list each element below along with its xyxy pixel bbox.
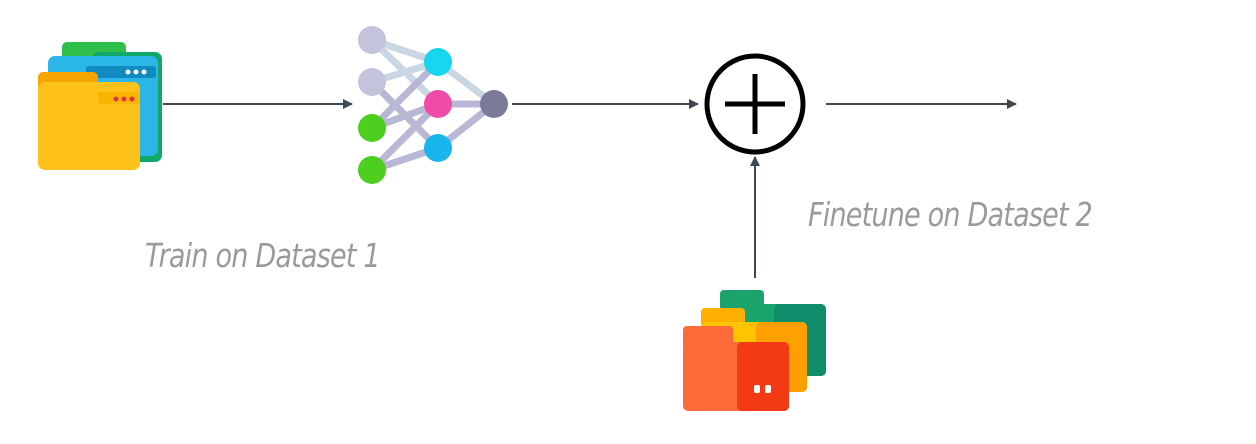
train-label: Train on Dataset 1 — [145, 236, 381, 275]
dataset-1-folders-icon — [38, 42, 162, 170]
finetune-label: Finetune on Dataset 2 — [808, 195, 1093, 234]
dataset-2-folders-icon — [683, 290, 826, 411]
circled-plus-icon — [704, 53, 806, 155]
neural-network-icon — [358, 26, 508, 184]
